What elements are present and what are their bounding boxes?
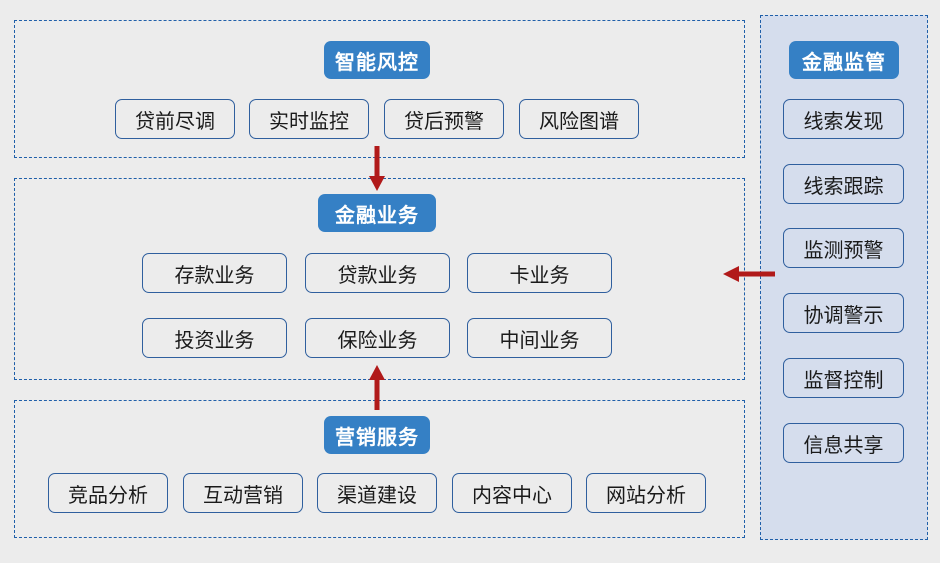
- box-financial-regulation-5[interactable]: 信息共享: [783, 423, 904, 463]
- box-financial-business-3[interactable]: 投资业务: [142, 318, 287, 358]
- header-risk-control[interactable]: 智能风控: [324, 41, 430, 79]
- box-financial-business-1[interactable]: 贷款业务: [305, 253, 450, 293]
- box-financial-business-4[interactable]: 保险业务: [305, 318, 450, 358]
- box-financial-regulation-4[interactable]: 监督控制: [783, 358, 904, 398]
- box-marketing-service-4[interactable]: 网站分析: [586, 473, 706, 513]
- box-financial-regulation-2[interactable]: 监测预警: [783, 228, 904, 268]
- box-financial-business-0[interactable]: 存款业务: [142, 253, 287, 293]
- box-financial-regulation-0[interactable]: 线索发现: [783, 99, 904, 139]
- box-financial-regulation-1[interactable]: 线索跟踪: [783, 164, 904, 204]
- box-risk-control-2[interactable]: 贷后预警: [384, 99, 504, 139]
- header-financial-regulation[interactable]: 金融监管: [789, 41, 899, 79]
- box-marketing-service-1[interactable]: 互动营销: [183, 473, 303, 513]
- box-financial-business-2[interactable]: 卡业务: [467, 253, 612, 293]
- box-risk-control-0[interactable]: 贷前尽调: [115, 99, 235, 139]
- box-risk-control-1[interactable]: 实时监控: [249, 99, 369, 139]
- box-financial-business-5[interactable]: 中间业务: [467, 318, 612, 358]
- header-financial-business[interactable]: 金融业务: [318, 194, 436, 232]
- arrow-left-regulation-to-business: [722, 264, 776, 284]
- header-marketing-service[interactable]: 营销服务: [324, 416, 430, 454]
- box-marketing-service-0[interactable]: 竞品分析: [48, 473, 168, 513]
- arrow-up-marketing-to-business: [367, 364, 387, 410]
- box-financial-regulation-3[interactable]: 协调警示: [783, 293, 904, 333]
- arrow-down-risk-to-business: [367, 146, 387, 192]
- box-marketing-service-2[interactable]: 渠道建设: [317, 473, 437, 513]
- box-risk-control-3[interactable]: 风险图谱: [519, 99, 639, 139]
- box-marketing-service-3[interactable]: 内容中心: [452, 473, 572, 513]
